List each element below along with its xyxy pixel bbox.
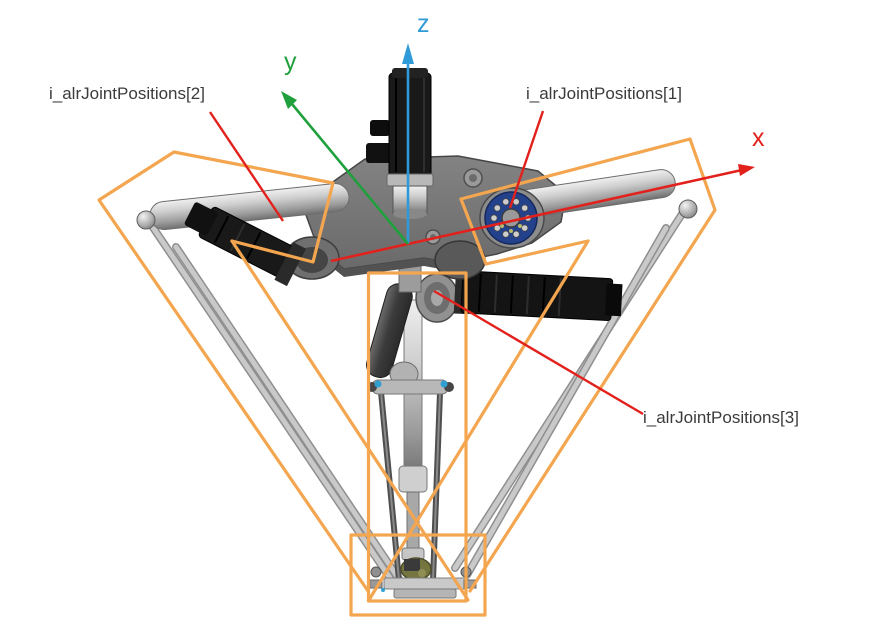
y-axis-label: y [284,48,297,76]
blue-bearing [479,187,545,249]
leader-line-joint1 [508,110,545,209]
lower-rods-right [451,210,686,579]
joint2-label: i_alrJointPositions[2] [49,84,205,103]
front-arm-tube [366,283,454,395]
telescopic-shaft [398,299,428,565]
front-joint-disc [415,273,459,323]
joint1-label: i_alrJointPositions[1] [526,84,682,103]
z-axis-label: z [417,10,430,38]
coordinate-axes [281,43,755,263]
highlight-box-joint2 [97,150,370,593]
y-axis-arrowhead [281,91,297,109]
highlight-boxes [97,137,717,617]
highlight-box-joint1-nearface [459,197,590,266]
front-motor [453,267,623,322]
z-axis-arrowhead [402,43,414,64]
top-motor [366,68,434,219]
left-motor [184,202,306,287]
highlight-box-effector [349,533,487,617]
highlight-box-joint1-inner-edge [367,239,590,602]
highlight-box-joint2-inner-edge [230,239,470,602]
highlight-box-joint2-nearface [230,181,335,264]
x-axis-arrow [330,168,743,263]
x-axis-arrowhead [738,164,755,176]
highlight-box-joint3 [366,271,468,603]
lower-rods-left [148,222,407,589]
leader-lines [209,110,644,416]
y-axis-arrow [290,103,410,245]
leader-line-joint2 [209,111,284,222]
leader-line-joint3 [433,289,644,416]
highlight-box-joint1 [459,137,717,593]
end-effector [369,557,477,599]
x-axis-label: x [752,124,765,152]
joint3-label: i_alrJointPositions[3] [643,408,799,427]
